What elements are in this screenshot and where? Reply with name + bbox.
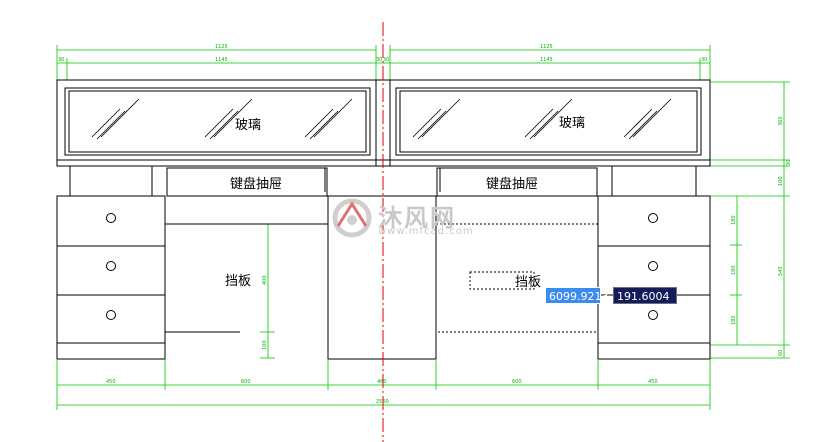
dim-top-right-inner: 1145 <box>540 57 553 63</box>
dim-inner-2: 180 <box>731 265 737 275</box>
hidden-panel-outline <box>435 223 599 333</box>
dim-panel-low: 100 <box>262 340 268 350</box>
dim-bottom-5: 450 <box>648 379 658 385</box>
dim-bottom-3: 460 <box>377 379 387 385</box>
drawer-knob-right-2 <box>648 261 658 271</box>
label-glass-right: 玻璃 <box>559 116 585 131</box>
drawer-knob-right-1 <box>648 213 658 223</box>
dim-inner-3: 180 <box>731 315 737 325</box>
label-panel-left: 挡板 <box>225 274 251 289</box>
label-panel-right: 挡板 <box>515 275 541 290</box>
label-keyboard-right: 键盘抽屉 <box>486 176 538 192</box>
dim-right-gap: 30 <box>786 160 792 166</box>
desk-body <box>56 166 711 360</box>
drawer-knob-left-1 <box>106 213 116 223</box>
dim-bottom-4: 600 <box>512 379 522 385</box>
dim-edge-a: 30 <box>58 57 64 63</box>
dim-top-right-total: 1125 <box>540 44 553 50</box>
dim-top-left-inner: 1145 <box>215 57 228 63</box>
dim-right-leg: 60 <box>778 350 784 356</box>
dimension-texts: 1125 1125 1145 1145 30 30 30 30 450 600 … <box>58 44 792 405</box>
dim-bottom-total: 2560 <box>376 399 389 405</box>
dimension-lines <box>56 45 790 410</box>
drawer-knob-left-3 <box>106 310 116 320</box>
label-glass-left: 玻璃 <box>235 118 261 133</box>
dim-inner-1: 180 <box>731 215 737 225</box>
dim-edge-b: 30 <box>376 57 382 63</box>
drawer-knob-right-3 <box>648 310 658 320</box>
drawer-knob-left-2 <box>106 261 116 271</box>
dim-bottom-2: 600 <box>241 379 251 385</box>
dim-right-body: 540 <box>778 266 784 276</box>
dim-edge-c: 30 <box>383 57 389 63</box>
coordinate-y-input[interactable]: 191.6004 <box>613 287 677 304</box>
dim-edge-d: 30 <box>701 57 707 63</box>
drawer-knobs <box>106 213 658 320</box>
dim-right-drawer: 100 <box>778 176 784 186</box>
coordinate-x-input[interactable]: 6099.9213 <box>545 287 609 304</box>
dim-right-glass: 360 <box>778 116 784 126</box>
dim-top-left-total: 1125 <box>215 44 228 50</box>
dim-panel-height: 400 <box>262 275 268 285</box>
dim-bottom-1: 450 <box>106 379 116 385</box>
glass-reflection-marks <box>91 98 672 140</box>
label-keyboard-left: 键盘抽屉 <box>230 176 282 192</box>
